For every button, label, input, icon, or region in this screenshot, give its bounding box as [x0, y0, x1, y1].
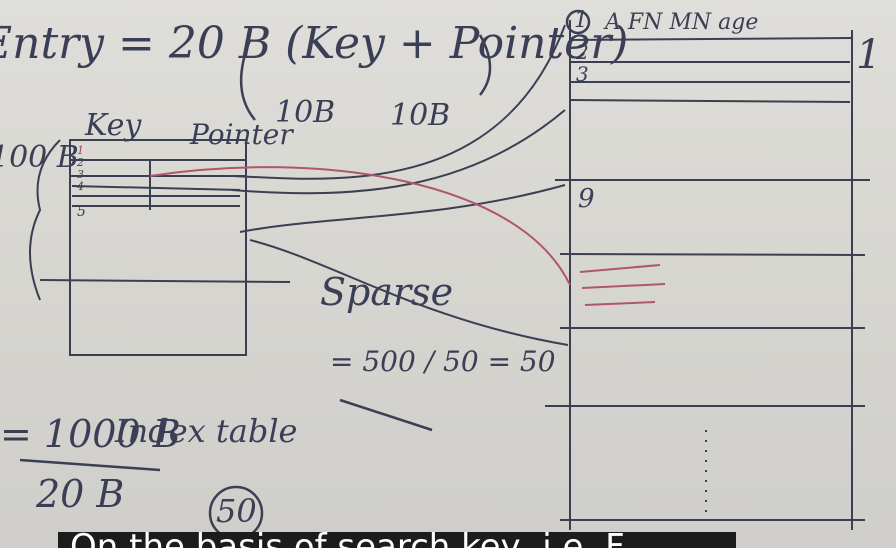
data-file-drawing — [545, 20, 870, 530]
calc-result: 50 — [216, 492, 257, 530]
sparse-label: Sparse — [320, 270, 454, 314]
left-index-number-4: 4 — [77, 180, 84, 193]
left-index-number-3: 3 — [77, 168, 84, 181]
calc-denominator: 20 B — [36, 472, 125, 516]
index-header-pointer: Pointer — [190, 118, 293, 151]
index-table-drawing — [29, 139, 291, 356]
sparse-calc: = 500 / 50 = 50 — [330, 345, 556, 378]
pointer-size: 10B — [390, 98, 451, 133]
row-number-9: 9 — [578, 184, 595, 214]
first-row-text: A FN MN age — [605, 10, 759, 35]
red-arrow — [149, 166, 666, 306]
left-index-number-5: 5 — [77, 204, 86, 220]
pointer-arrows — [231, 24, 569, 346]
row-number-3: 3 — [576, 62, 589, 86]
left-index-number-2: 2 — [77, 156, 84, 169]
division-lines — [19, 398, 433, 472]
left-index-number-1: 1 — [77, 144, 84, 157]
row-number-2: 2 — [576, 40, 589, 64]
video-caption: On the basis of search key, i.e. F — [58, 532, 736, 548]
row-number-1: 1 — [574, 8, 588, 33]
index-table-label: Index table — [115, 412, 298, 450]
key-size: 10B — [275, 95, 336, 130]
calc-numerator: = 1000 B — [0, 412, 181, 456]
index-header-key: Key — [85, 108, 142, 143]
block-size: 100 B — [0, 140, 79, 175]
right-brace-note: 1 — [856, 32, 882, 78]
formula-brackets — [208, 9, 591, 541]
entry-formula: Entry = 20 B (Key + Pointer) — [0, 18, 629, 69]
